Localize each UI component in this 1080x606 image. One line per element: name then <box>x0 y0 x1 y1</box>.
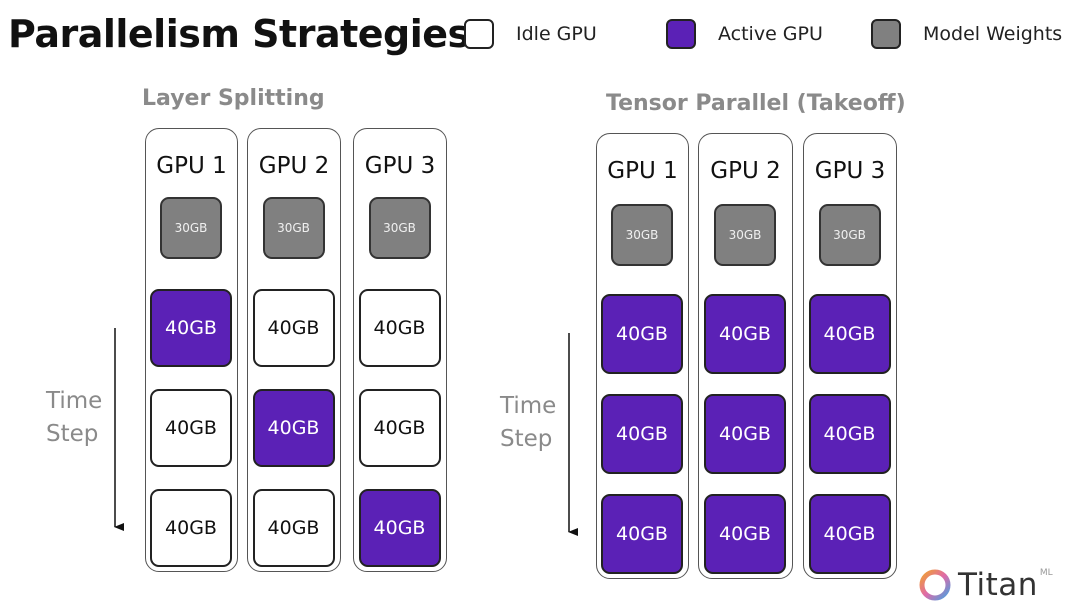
active-gpu-block: 40GB <box>358 489 441 567</box>
active-gpu-block: 40GB <box>808 494 891 574</box>
titan-ml-logo: Titan ML <box>918 565 1053 605</box>
section-title-layer-splitting: Layer Splitting <box>142 86 325 111</box>
model-weights-block: 30GB <box>262 197 325 259</box>
legend-label-weights: Model Weights <box>923 23 1063 45</box>
active-gpu-block: 40GB <box>704 294 786 374</box>
gpu-name: GPU 1 <box>156 153 227 179</box>
model-weights-block: 30GB <box>611 204 673 266</box>
gpu-column: GPU 3 30GB 40GB 40GB 40GB <box>353 128 447 572</box>
idle-gpu-block: 40GB <box>358 289 441 367</box>
gpu-column: GPU 1 30GB 40GB 40GB 40GB <box>145 128 238 572</box>
section-title-tensor-parallel: Tensor Parallel (Takeoff) <box>606 91 906 116</box>
step-label-word: Step <box>500 426 553 452</box>
model-weights-block: 30GB <box>160 197 222 259</box>
legend-swatch-weights <box>871 19 901 49</box>
legend-swatch-idle <box>464 19 494 49</box>
gpu-column: GPU 2 30GB 40GB 40GB 40GB <box>698 133 793 579</box>
legend-item-idle: Idle GPU <box>464 18 597 50</box>
gpu-name: GPU 3 <box>814 158 886 184</box>
legend-swatch-active <box>666 19 696 49</box>
active-gpu-block: 40GB <box>808 394 891 474</box>
active-gpu-block: 40GB <box>601 294 683 374</box>
model-weights-block: 30GB <box>714 204 776 266</box>
active-gpu-block: 40GB <box>601 494 683 574</box>
time-label-word: Time <box>46 388 103 414</box>
active-gpu-block: 40GB <box>704 494 786 574</box>
gpu-name: GPU 2 <box>258 153 330 179</box>
logo-suffix: ML <box>1039 568 1053 578</box>
legend-label-active: Active GPU <box>718 23 823 45</box>
page-title: Parallelism Strategies <box>8 12 470 56</box>
gpu-column: GPU 1 30GB 40GB 40GB 40GB <box>596 133 689 579</box>
gpu-name: GPU 1 <box>607 158 678 184</box>
titan-logo-icon <box>919 569 951 601</box>
idle-gpu-block: 40GB <box>252 489 335 567</box>
active-gpu-block: 40GB <box>150 289 232 367</box>
active-gpu-block: 40GB <box>808 294 891 374</box>
idle-gpu-block: 40GB <box>358 389 441 467</box>
model-weights-block: 30GB <box>818 204 881 266</box>
active-gpu-block: 40GB <box>601 394 683 474</box>
gpu-column: GPU 2 30GB 40GB 40GB 40GB <box>247 128 341 572</box>
gpu-name: GPU 3 <box>364 153 436 179</box>
legend-item-weights: Model Weights <box>871 18 1062 50</box>
logo-text: Titan <box>958 567 1038 603</box>
active-gpu-block: 40GB <box>252 389 335 467</box>
time-label-word: Time <box>500 393 557 419</box>
step-label-word: Step <box>46 421 99 447</box>
gpu-column: GPU 3 30GB 40GB 40GB 40GB <box>803 133 897 579</box>
idle-gpu-block: 40GB <box>252 289 335 367</box>
legend-label-idle: Idle GPU <box>516 23 597 45</box>
time-step-label-2: Time Step <box>500 390 556 456</box>
legend-item-active: Active GPU <box>666 18 823 50</box>
gpu-name: GPU 2 <box>710 158 781 184</box>
active-gpu-block: 40GB <box>704 394 786 474</box>
time-step-label-1: Time Step <box>46 385 102 451</box>
idle-gpu-block: 40GB <box>150 489 232 567</box>
model-weights-block: 30GB <box>368 197 431 259</box>
idle-gpu-block: 40GB <box>150 389 232 467</box>
